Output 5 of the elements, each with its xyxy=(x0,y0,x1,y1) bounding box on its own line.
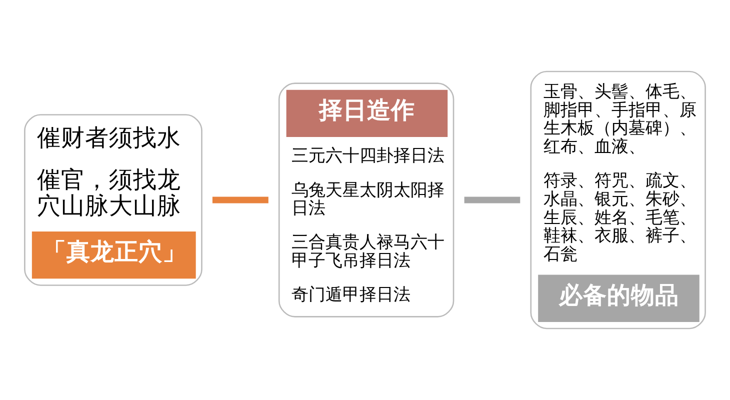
node-box: 催财者须找水 催官，须找龙穴山脉大山脉 「真龙正穴」 xyxy=(24,114,202,286)
connector xyxy=(212,196,268,204)
connector xyxy=(464,196,520,204)
node-box: 玉骨、头髻、体毛、脚指甲、手指甲、原生木板（内墓碑）、红布、血液、 符录、符咒、疏文、水晶、银元、朱砂、生辰、姓名、毛笔、鞋袜、衣服、裤子、石瓮 必备的物品 xyxy=(530,70,706,330)
node-box: 择日造作 三元六十四卦择日法 乌兔天星太阴太阳择日法 三合真贵人禄马六十甲子飞吊择日法 奇门遁甲择日法 xyxy=(278,82,454,318)
